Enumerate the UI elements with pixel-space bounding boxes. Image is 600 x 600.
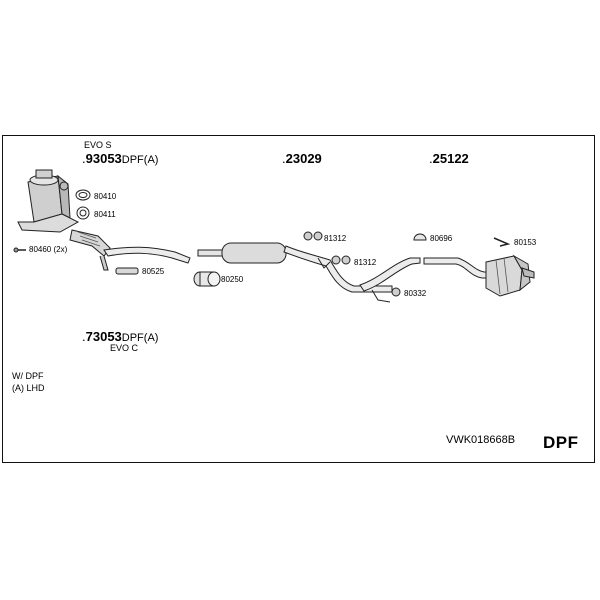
clamp-80153-illustration xyxy=(493,237,511,247)
part-label-80460: 80460 (2x) xyxy=(29,245,68,254)
hanger-80332-illustration xyxy=(391,287,401,297)
part-label-93053: .93053DPF(A) xyxy=(82,151,159,166)
part-label-23029: .23029 xyxy=(282,151,322,166)
note-with-dpf: W/ DPF xyxy=(12,371,44,381)
gasket-80525-illustration xyxy=(115,267,139,275)
part-label-80250: 80250 xyxy=(221,275,244,284)
diagram-frame xyxy=(2,135,595,463)
part-label-80153: 80153 xyxy=(514,238,537,247)
part-label-80696: 80696 xyxy=(430,234,453,243)
part-label-81312-lower: 81312 xyxy=(354,258,377,267)
part-label-80332: 80332 xyxy=(404,289,427,298)
part-label-81312-upper: 81312 xyxy=(324,234,347,243)
dpf-badge: DPF xyxy=(543,433,579,452)
variant-label-evo-s: EVO S xyxy=(84,140,112,150)
dpf-catalyst-illustration xyxy=(17,169,80,233)
kit-number: VWK018668B xyxy=(446,434,516,446)
variant-label-evo-c: EVO C xyxy=(110,343,139,353)
middle-muffler-illustration xyxy=(197,242,393,293)
part-label-25122: .25122 xyxy=(429,151,469,166)
front-pipe-illustration xyxy=(69,229,191,271)
part-label-80410: 80410 xyxy=(94,192,117,201)
part-label-80525: 80525 xyxy=(142,267,165,276)
note-lhd: (A) LHD xyxy=(12,383,45,393)
part-label-73053: .73053DPF(A) xyxy=(82,329,159,344)
clamp-80250-illustration xyxy=(193,271,221,287)
hanger-80696-illustration xyxy=(413,233,427,241)
part-label-80411: 80411 xyxy=(94,210,116,219)
rear-muffler-illustration xyxy=(485,254,535,297)
hanger-81312-illustration xyxy=(303,231,351,265)
